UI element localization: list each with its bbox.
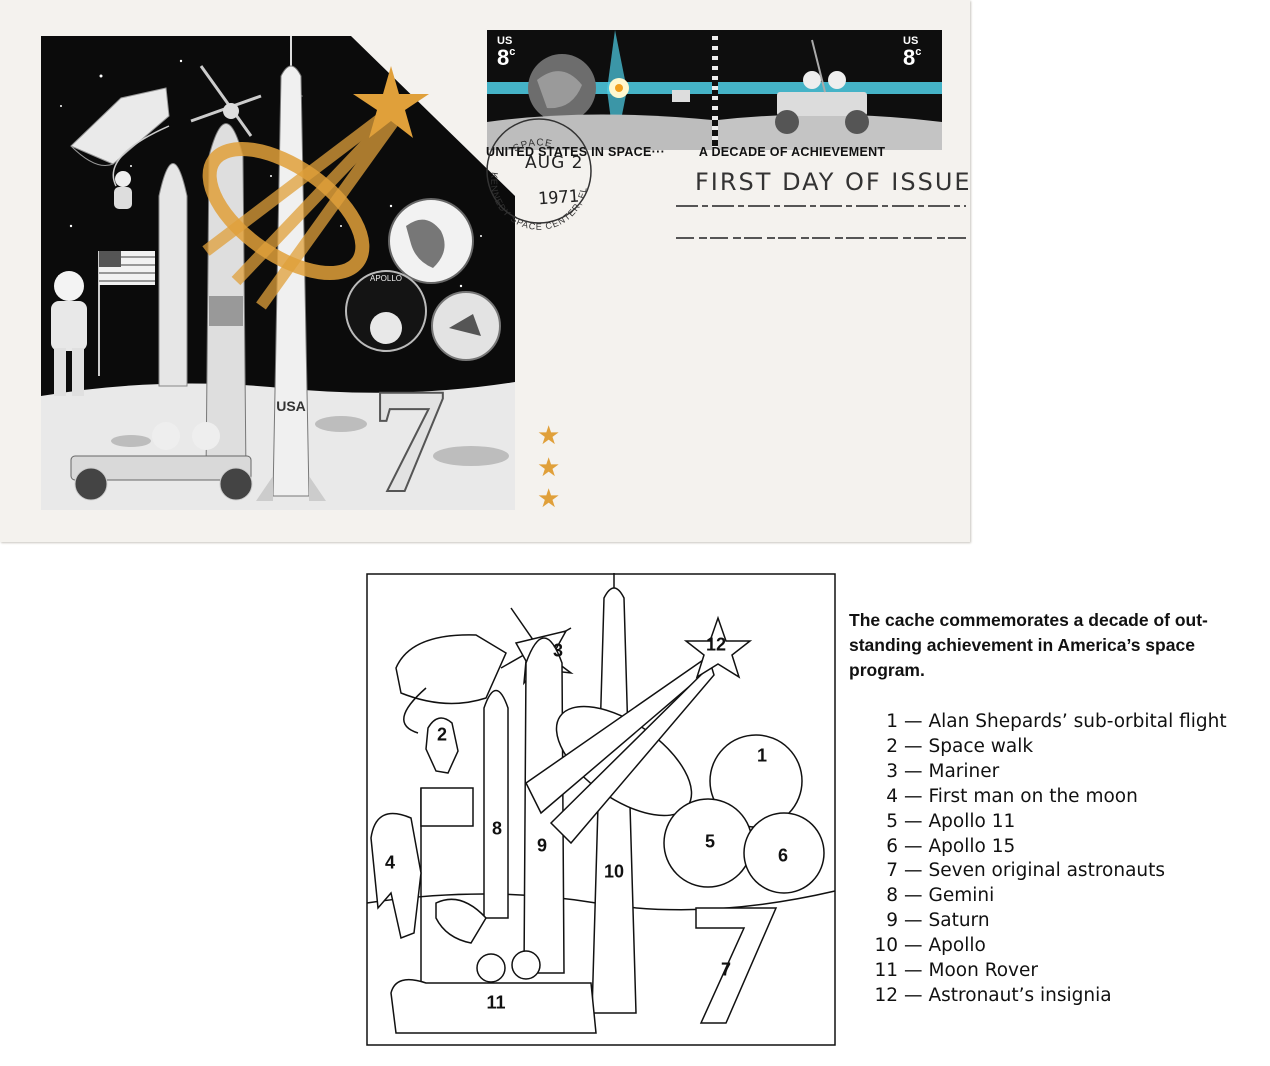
earth-illustration	[388, 198, 474, 284]
key-number-3: 3	[552, 640, 564, 661]
gemini-rocket-illustration	[158, 163, 188, 387]
legend-dash: —	[904, 910, 923, 932]
legend-item-text: Saturn	[928, 910, 990, 932]
legend-item-text: Alan Shepards’ sub-orbital flight	[928, 711, 1227, 732]
legend-item: 12 —Astronaut’s insignia	[866, 984, 1227, 1009]
legend-item-text: Astronaut’s insignia	[928, 984, 1112, 1006]
legend-dash: —	[904, 935, 923, 957]
legend-item-text: Space walk	[928, 735, 1034, 757]
astronaut-with-flag-illustration	[51, 251, 155, 396]
cachet-artwork: USA APOLLO 7	[41, 36, 515, 510]
cancel-lines	[676, 205, 966, 239]
legend-item-number: 11	[874, 960, 898, 982]
key-number-10: 10	[603, 861, 625, 882]
postmark-year: 1971	[537, 186, 580, 210]
apollo-emblem-label: APOLLO	[370, 274, 402, 283]
legend-item: 10 —Apollo	[866, 934, 1227, 959]
legend-item: 6 —Apollo 15	[866, 835, 1227, 860]
first-day-cover-envelope: USA APOLLO 7	[0, 0, 970, 542]
starfield	[58, 59, 482, 288]
legend-item-number: 7	[886, 860, 898, 882]
key-number-1: 1	[756, 745, 768, 766]
cachet-description: The cache commemorates a decade of out-s…	[849, 610, 1208, 680]
gold-star-icon: ★	[537, 452, 561, 482]
legend-item-number: 9	[886, 910, 898, 932]
legend-item-number: 8	[886, 885, 898, 907]
astronaut-insignia-gold	[202, 66, 429, 310]
key-number-12: 12	[705, 634, 727, 655]
legend-item-number: 2	[886, 735, 898, 757]
cachet-key-diagram: 1 2 3 4 5 6 7 8 9 10 11 12	[366, 573, 836, 1046]
stamp-perforation	[712, 30, 718, 150]
legend-item: 9 —Saturn	[866, 909, 1227, 934]
legend-item: 8 —Gemini	[866, 884, 1227, 909]
apollo-15-emblem	[431, 291, 501, 361]
legend-item-text: First man on the moon	[928, 785, 1138, 807]
key-number-8: 8	[491, 818, 503, 839]
legend-dash: —	[904, 760, 923, 782]
mariner-satellite-illustration	[190, 65, 262, 137]
legend-item-text: Seven original astronauts	[928, 860, 1166, 882]
postmark-date: AUG 2	[525, 153, 584, 173]
legend-item-text: Apollo	[928, 935, 986, 957]
spacewalker-illustration	[112, 125, 170, 209]
legend-item-text: Moon Rover	[928, 960, 1038, 982]
key-number-6: 6	[777, 845, 789, 866]
legend-dash: —	[904, 984, 923, 1006]
apollo-11-emblem: APOLLO	[345, 270, 427, 352]
legend-item-number: 4	[886, 785, 898, 807]
key-number-2: 2	[436, 724, 448, 745]
legend-item: 1 —Alan Shepards’ sub-orbital flight	[866, 710, 1227, 735]
key-diagram-outline	[366, 573, 836, 1046]
mercury-capsule-illustration	[70, 87, 170, 166]
key-number-5: 5	[704, 831, 716, 852]
seven-astronauts-numeral: 7	[372, 358, 447, 510]
postmark-circle: KENNEDY SPACE CENTER, FL SPACE	[486, 118, 592, 230]
legend-dash: —	[904, 785, 923, 807]
stamp-caption-left: UNITED STATES IN SPACE···	[486, 145, 666, 159]
legend-item: 2 —Space walk	[866, 735, 1227, 760]
legend-item-text: Gemini	[928, 885, 995, 907]
legend-item: 11 —Moon Rover	[866, 959, 1227, 984]
key-number-11: 11	[486, 992, 506, 1013]
legend-item-text: Mariner	[928, 760, 1000, 782]
legend-dash: —	[904, 810, 923, 832]
stamp-caption-right: A DECADE OF ACHIEVEMENT	[698, 145, 886, 159]
legend-dash: —	[904, 835, 923, 857]
stamp-caption: UNITED STATES IN SPACE··· A DECADE OF AC…	[486, 145, 889, 159]
legend-item: 7 —Seven original astronauts	[866, 859, 1227, 884]
legend-item-number: 10	[874, 935, 898, 957]
legend-item-text: Apollo 11	[928, 810, 1016, 832]
legend-item-number: 5	[886, 810, 898, 832]
gold-star-icon: ★	[537, 483, 561, 513]
legend-item: 5 —Apollo 11	[866, 810, 1227, 835]
legend-item-number: 6	[886, 835, 898, 857]
legend-item-number: 1	[886, 711, 898, 732]
key-number-4: 4	[384, 852, 396, 873]
legend-item-text: Apollo 15	[928, 835, 1016, 857]
first-day-of-issue-cancel: FIRST DAY OF ISSUE	[695, 168, 972, 196]
legend-item-number: 3	[886, 760, 898, 782]
legend-item: 4 —First man on the moon	[866, 785, 1227, 810]
key-number-9: 9	[536, 835, 548, 856]
rocket-usa-label: USA	[276, 398, 306, 414]
legend-dash: —	[904, 860, 923, 882]
key-number-7: 7	[720, 959, 732, 980]
legend-dash: —	[904, 885, 923, 907]
legend-item-number: 12	[874, 984, 898, 1006]
gold-star-icon: ★	[537, 420, 561, 450]
legend-dash: —	[904, 735, 923, 757]
legend-dash: —	[904, 960, 923, 982]
legend-dash: —	[904, 711, 923, 732]
moon-rover-illustration	[70, 422, 253, 501]
legend-item: 3 —Mariner	[866, 760, 1227, 785]
